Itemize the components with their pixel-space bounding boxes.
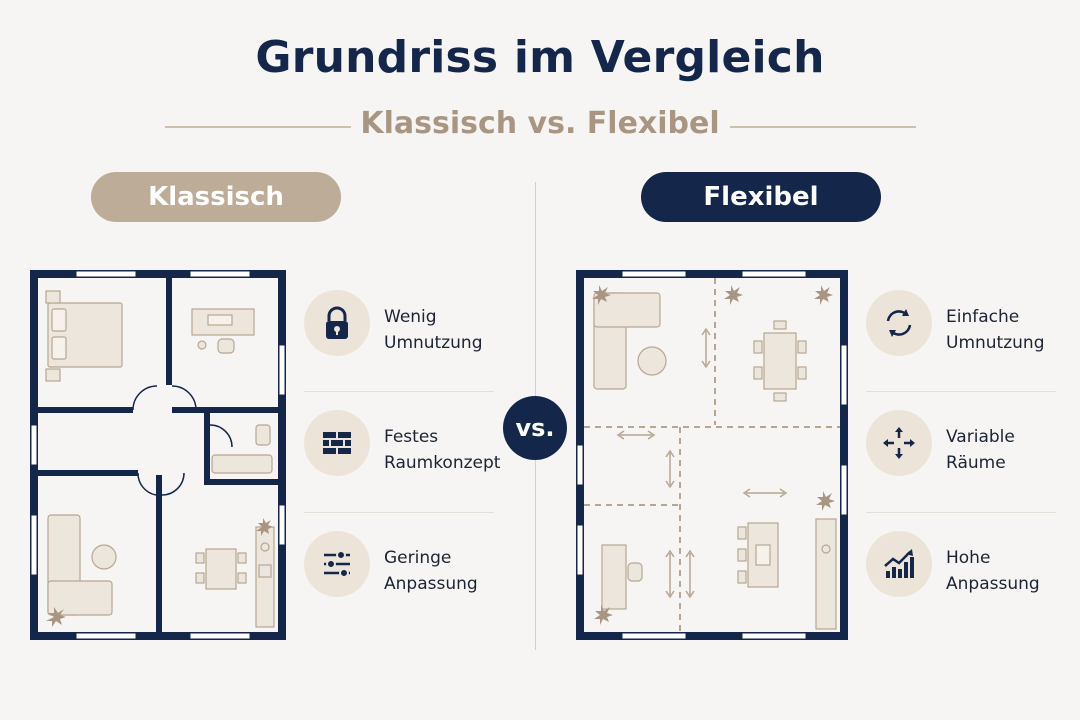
- classic-feature-3-icon-bg: [304, 531, 370, 597]
- classic-dining-furniture: [195, 526, 275, 628]
- flexible-feature-2-icon-bg: [866, 410, 932, 476]
- classic-desk: [191, 308, 255, 354]
- flexible-feature-2-label: Variable Räume: [946, 427, 1015, 473]
- classic-floor-plan: [28, 265, 288, 645]
- flexible-feature-1-icon-bg: [866, 290, 932, 356]
- flexible-furniture: [593, 292, 837, 630]
- classic-feature-2: Festes Raumkonzept: [304, 404, 500, 480]
- brick-wall-icon: [323, 432, 351, 454]
- classic-separator-2: [304, 512, 494, 513]
- classic-feature-3: Geringe Anpassung: [304, 525, 500, 601]
- classic-feature-1-label: Wenig Umnutzung: [384, 307, 483, 353]
- flexible-feature-3-icon-bg: [866, 531, 932, 597]
- classic-label-pill: Klassisch: [91, 172, 341, 222]
- flexible-floor-plan: [572, 265, 852, 645]
- classic-separator-1: [304, 391, 494, 392]
- classic-living-furniture: [47, 514, 117, 616]
- flexible-label-pill: Flexibel: [641, 172, 881, 222]
- flexible-windows: [576, 270, 848, 640]
- flexible-feature-3: Hohe Anpassung: [866, 525, 1062, 601]
- page-subtitle: Klassisch vs. Flexibel: [360, 106, 720, 141]
- classic-doors: [132, 385, 233, 496]
- flexible-move-arrows: [616, 327, 788, 599]
- lock-icon: [326, 306, 348, 339]
- flexible-feature-1: Einfache Umnutzung: [866, 284, 1062, 360]
- subtitle-row: Klassisch vs. Flexibel: [0, 104, 1080, 148]
- page-title: Grundriss im Vergleich: [255, 32, 825, 83]
- vs-badge: vs.: [503, 396, 567, 460]
- classic-feature-2-label: Festes Raumkonzept: [384, 427, 501, 473]
- classic-bathroom: [211, 424, 273, 474]
- classic-feature-2-icon-bg: [304, 410, 370, 476]
- flexible-separator-2: [866, 512, 1056, 513]
- flexible-feature-3-label: Hohe Anpassung: [946, 548, 1040, 594]
- refresh-icon: [886, 309, 912, 337]
- classic-feature-3-label: Geringe Anpassung: [384, 548, 478, 594]
- flexible-separator-1: [866, 391, 1056, 392]
- classic-inner-walls: [38, 275, 278, 635]
- classic-windows: [30, 270, 286, 640]
- growth-chart-icon: [884, 549, 914, 578]
- classic-bed: [45, 290, 123, 382]
- flexible-feature-2: Variable Räume: [866, 404, 1062, 480]
- move-arrows-icon: [883, 427, 915, 459]
- classic-feature-1: Wenig Umnutzung: [304, 284, 500, 360]
- flexible-movable-walls: [584, 278, 840, 632]
- classic-feature-1-icon-bg: [304, 290, 370, 356]
- subtitle-rule-left: [165, 126, 351, 128]
- classic-plants: [46, 518, 273, 627]
- flexible-plants: [592, 285, 835, 625]
- subtitle-rule-right: [730, 126, 916, 128]
- sliders-icon: [324, 550, 350, 578]
- flexible-feature-1-label: Einfache Umnutzung: [946, 307, 1045, 353]
